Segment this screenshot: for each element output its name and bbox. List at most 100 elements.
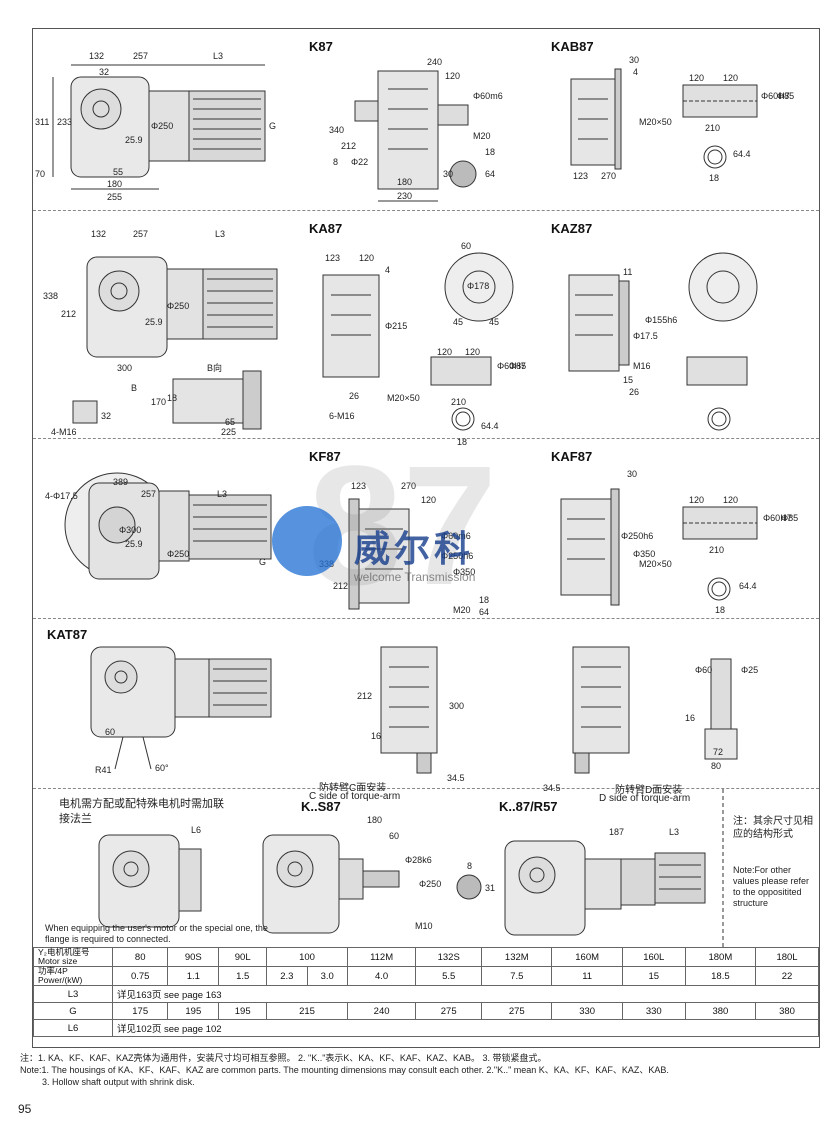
dim-label: 30 [443, 169, 454, 179]
dim-label: 60 [389, 831, 400, 841]
dim-label: 225 [221, 427, 237, 437]
dim-label: M16 [633, 361, 651, 371]
table-cell: 240 [346, 1002, 417, 1020]
dim-label: 255 [107, 192, 123, 202]
dim-label: Φ85 [509, 361, 527, 371]
table-cell: 7.5 [481, 966, 553, 986]
dim-label: 311 [35, 117, 50, 127]
dim-label: 30 [629, 55, 640, 65]
dim-label: 210 [709, 545, 725, 555]
dim-label: 212 [357, 691, 373, 701]
dim-label: Φ85 [781, 513, 799, 523]
dim-label: 8 [333, 157, 339, 167]
table-cell: 175 [111, 1002, 169, 1020]
dim-label: Φ250 [151, 121, 174, 131]
table-row-l3: L3 详见163页 see page 163 [33, 985, 819, 1003]
dim-label: 4-Φ17.5 [45, 491, 78, 501]
table-cell: 380 [684, 1002, 757, 1020]
watermark-brand-en: welcome Transmission [354, 570, 476, 584]
dim-label: M10 [415, 921, 433, 931]
dim-label: 132 [91, 229, 107, 239]
section-k87: K87 KAB87 132 257 L3 32 311 233 70 Φ250 … [33, 29, 819, 211]
motor-size-header: Y₂电机机座号 Motor size [33, 947, 113, 967]
table-cell: 80 [111, 947, 169, 967]
dim-label: B向 [207, 363, 223, 373]
table-cell: 1.1 [167, 966, 220, 986]
dim-label: 25.9 [145, 317, 163, 327]
table-cell: 112M [346, 947, 417, 967]
power-label-cn: 功率/4P [38, 966, 68, 976]
dim-label: 233 [57, 117, 73, 127]
dim-label: 180 [107, 179, 123, 189]
table-cell: 132M [481, 947, 553, 967]
dim-label: 30 [627, 469, 638, 479]
model-title-ka87: KA87 [309, 221, 343, 236]
ks87-drawings [98, 789, 724, 947]
motor-note-en: When equipping the user's motor or the s… [45, 923, 268, 944]
model-title-k87: K87 [309, 39, 333, 54]
dim-label: Φ350 [453, 567, 476, 577]
dim-label: 18 [485, 147, 496, 157]
dim-label: 270 [601, 171, 617, 181]
table-cell: 132S [415, 947, 483, 967]
dim-label: L3 [213, 51, 224, 61]
l3-header: L3 [33, 985, 113, 1003]
dim-label: Φ22 [351, 157, 369, 167]
dim-label: 210 [451, 397, 467, 407]
dim-label: 64.4 [739, 581, 757, 591]
section-ks87: 电机需方配或配特殊电机时需加联接法兰 When equipping the us… [33, 789, 819, 947]
dim-label: 120 [723, 73, 739, 83]
dim-label: 18 [167, 393, 178, 403]
kat87-drawings [90, 646, 738, 774]
torque-d-cn: 防转臂D面安装 [615, 785, 683, 796]
dim-label: 120 [689, 73, 705, 83]
table-cell: 215 [266, 1002, 348, 1020]
dim-label: 338 [43, 291, 59, 301]
model-title-ks87: K..S87 [301, 799, 341, 814]
dim-label: 120 [689, 495, 705, 505]
dim-label: Φ250 [167, 549, 190, 559]
motor-size-label-en: Motor size [38, 956, 78, 966]
dim-label: B [131, 383, 138, 393]
dim-label: 16 [685, 713, 696, 723]
dim-label: 18 [457, 437, 468, 447]
dim-label: M20×50 [639, 559, 672, 569]
section-ka87: KA87 KAZ87 132 257 L3 338 212 Φ250 25.9 … [33, 211, 819, 447]
table-cell: 90S [167, 947, 220, 967]
table-cell: 380 [755, 1002, 819, 1020]
dim-label: 8 [467, 861, 473, 871]
dim-label: 64.4 [481, 421, 499, 431]
footnote-en-1: Note:1. The housings of KA、KF、KAF、KAZ ar… [20, 1065, 669, 1075]
ka87-drawings [72, 252, 758, 431]
model-title-kab87: KAB87 [551, 39, 594, 54]
table-cell: 180M [684, 947, 757, 967]
table-cell: 0.75 [111, 966, 169, 986]
dim-label: 55 [113, 167, 124, 177]
table-cell: 22 [755, 966, 819, 986]
dim-label: 45 [453, 317, 464, 327]
k87-drawings [52, 64, 758, 202]
dim-label: 6-M16 [329, 411, 355, 421]
dim-label: M20 [473, 131, 491, 141]
dim-label: 120 [437, 347, 453, 357]
dim-label: L3 [669, 827, 680, 837]
footnote-en-2: 3. Hollow shaft output with shrink disk. [42, 1077, 195, 1087]
dim-label: 212 [61, 309, 77, 319]
logo-mark-icon [272, 506, 342, 576]
table-cell: 195 [218, 1002, 268, 1020]
model-title-kaf87: KAF87 [551, 449, 593, 464]
power-label-en: Power/(kW) [38, 975, 83, 985]
dim-label: 187 [609, 827, 625, 837]
dim-label: 34.5 [543, 783, 561, 793]
dim-label: Φ300 [119, 525, 142, 535]
table-row-g: G 175 195 195 215 240 275 275 330 330 38… [33, 1002, 819, 1020]
dim-label: 270 [401, 481, 417, 491]
dim-label: 300 [117, 363, 133, 373]
table-cell: 3.0 [306, 966, 348, 986]
dim-label: 340 [329, 125, 345, 135]
dim-label: L3 [215, 229, 226, 239]
dim-label: Φ60H7 [763, 513, 792, 523]
dim-label: 123 [573, 171, 589, 181]
dim-label: Φ178 [467, 281, 490, 291]
dim-label: Φ60m6 [441, 531, 471, 541]
